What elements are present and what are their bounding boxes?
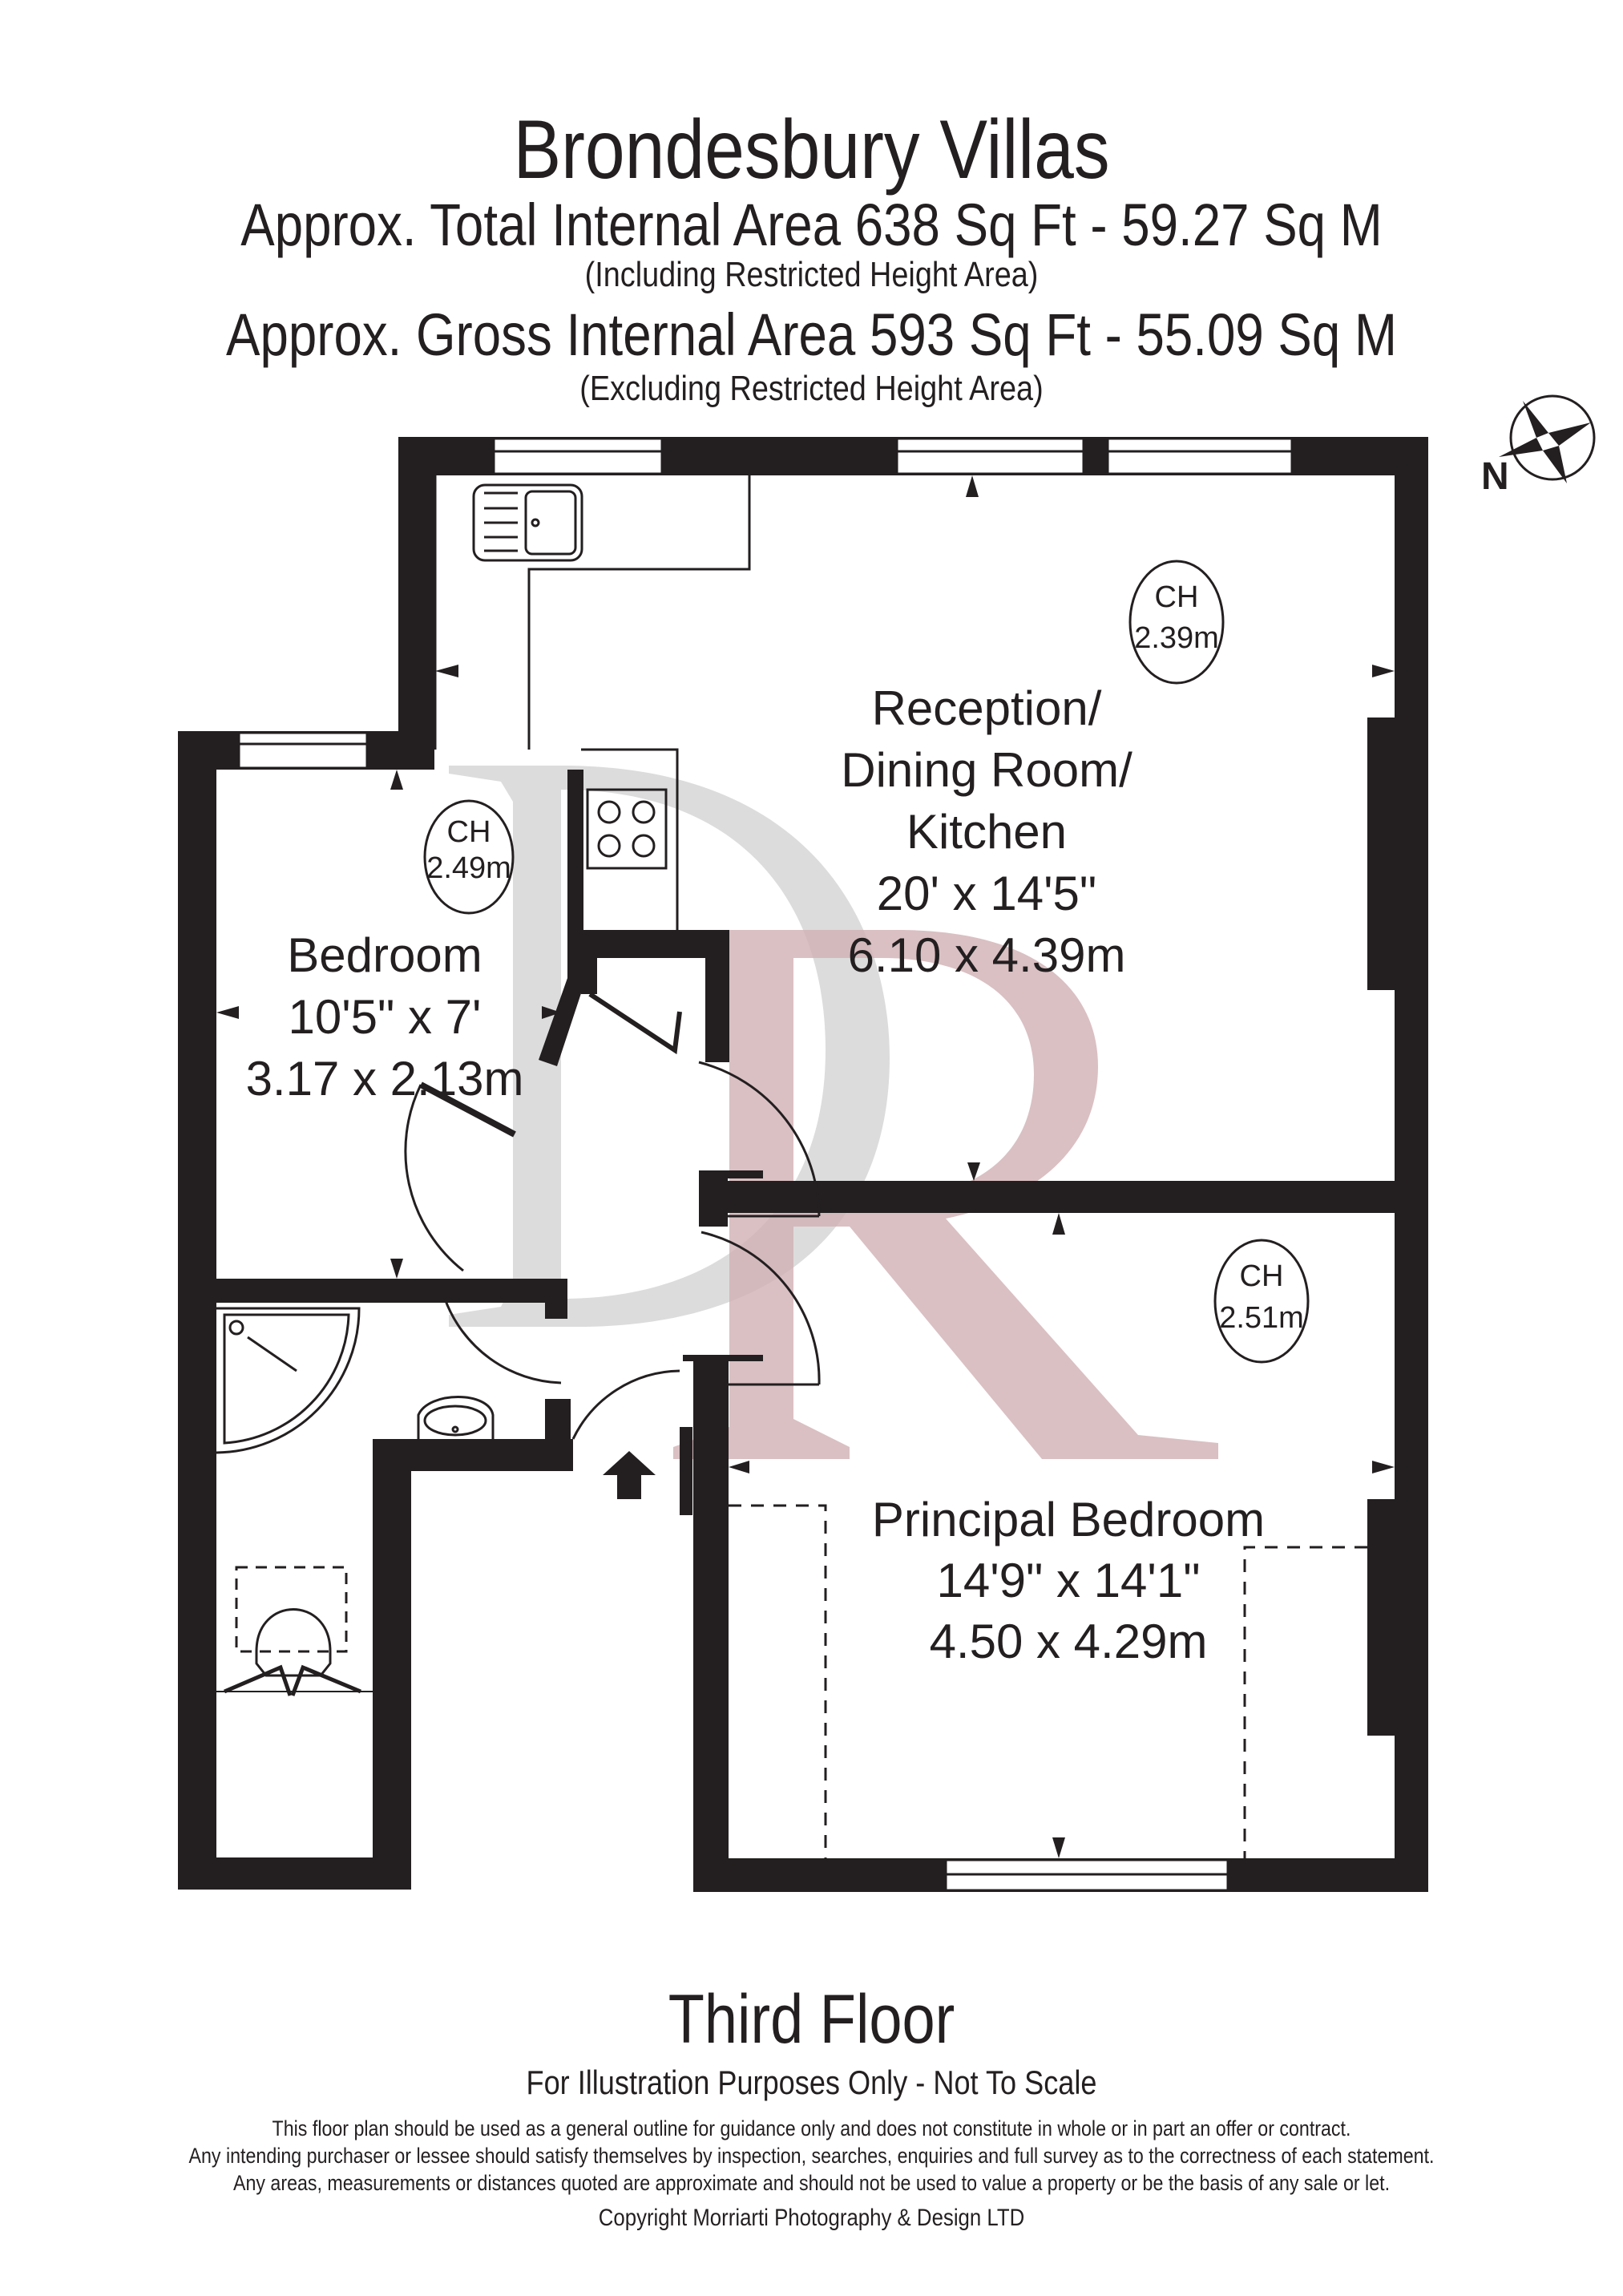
scale-note: For Illustration Purposes Only - Not To … xyxy=(526,2064,1097,2101)
watermark-d-icon xyxy=(449,766,890,1327)
svg-text:2.49m: 2.49m xyxy=(426,851,511,885)
gross-area-note: (Excluding Restricted Height Area) xyxy=(579,369,1044,408)
walls xyxy=(178,437,1428,1892)
svg-text:2.39m: 2.39m xyxy=(1134,621,1219,655)
svg-text:Kitchen: Kitchen xyxy=(906,805,1067,859)
svg-text:CH: CH xyxy=(447,815,491,849)
svg-text:Dining Room/: Dining Room/ xyxy=(841,743,1132,797)
svg-text:Principal Bedroom: Principal Bedroom xyxy=(872,1493,1265,1546)
ceiling-height-bedroom: CH 2.49m xyxy=(423,799,515,915)
windows xyxy=(237,437,1294,1892)
shower-tray-icon xyxy=(216,1307,361,1454)
disclaimer-line: Any areas, measurements or distances quo… xyxy=(232,2171,1391,2195)
svg-text:3.17 x 2.13m: 3.17 x 2.13m xyxy=(246,1052,524,1106)
watermark-logo xyxy=(449,766,1218,1459)
svg-text:6.10 x 4.39m: 6.10 x 4.39m xyxy=(848,928,1126,982)
doors xyxy=(404,992,821,1440)
wardrobe-outlines xyxy=(729,1504,1367,1858)
room-label-bedroom: Bedroom 10'5" x 7' 3.17 x 2.13m xyxy=(246,928,524,1106)
sink-icon xyxy=(472,483,583,562)
disclaimer-line: This floor plan should be used as a gene… xyxy=(272,2116,1351,2140)
property-title: Brondesbury Villas xyxy=(513,103,1110,196)
svg-text:CH: CH xyxy=(1155,580,1199,614)
svg-text:10'5" x 7': 10'5" x 7' xyxy=(288,990,481,1044)
disclaimer-line: Any intending purchaser or lessee should… xyxy=(188,2144,1435,2168)
ceiling-height-principal-bedroom: CH 2.51m xyxy=(1213,1239,1310,1364)
svg-text:20' x 14'5": 20' x 14'5" xyxy=(877,867,1096,920)
copyright-notice: Copyright Morriarti Photography & Design… xyxy=(598,2205,1025,2231)
ceiling-height-reception: CH 2.39m xyxy=(1128,560,1225,685)
svg-text:2.51m: 2.51m xyxy=(1219,1301,1304,1335)
svg-text:N: N xyxy=(1481,455,1509,498)
total-internal-area: Approx. Total Internal Area 638 Sq Ft - … xyxy=(240,192,1383,258)
room-label-reception: Reception/ Dining Room/ Kitchen 20' x 14… xyxy=(841,681,1132,982)
toilet-icon xyxy=(216,1566,373,1696)
svg-text:Reception/: Reception/ xyxy=(872,681,1102,735)
gross-internal-area: Approx. Gross Internal Area 593 Sq Ft - … xyxy=(226,301,1397,368)
svg-text:CH: CH xyxy=(1240,1259,1284,1293)
entrance-arrow-icon xyxy=(603,1451,656,1499)
floor-name: Third Floor xyxy=(668,1981,955,2058)
basin-icon xyxy=(417,1396,495,1439)
svg-text:14'9" x 14'1": 14'9" x 14'1" xyxy=(936,1554,1200,1607)
svg-text:Bedroom: Bedroom xyxy=(287,928,482,982)
total-area-note: (Including Restricted Height Area) xyxy=(584,255,1039,294)
dimension-markers xyxy=(216,475,1395,1858)
kitchen-worktop xyxy=(434,475,751,930)
hob-icon xyxy=(586,788,668,870)
compass-north-icon: N xyxy=(1481,394,1596,498)
svg-text:4.50 x 4.29m: 4.50 x 4.29m xyxy=(930,1615,1208,1668)
room-label-principal-bedroom: Principal Bedroom 14'9" x 14'1" 4.50 x 4… xyxy=(872,1493,1265,1668)
